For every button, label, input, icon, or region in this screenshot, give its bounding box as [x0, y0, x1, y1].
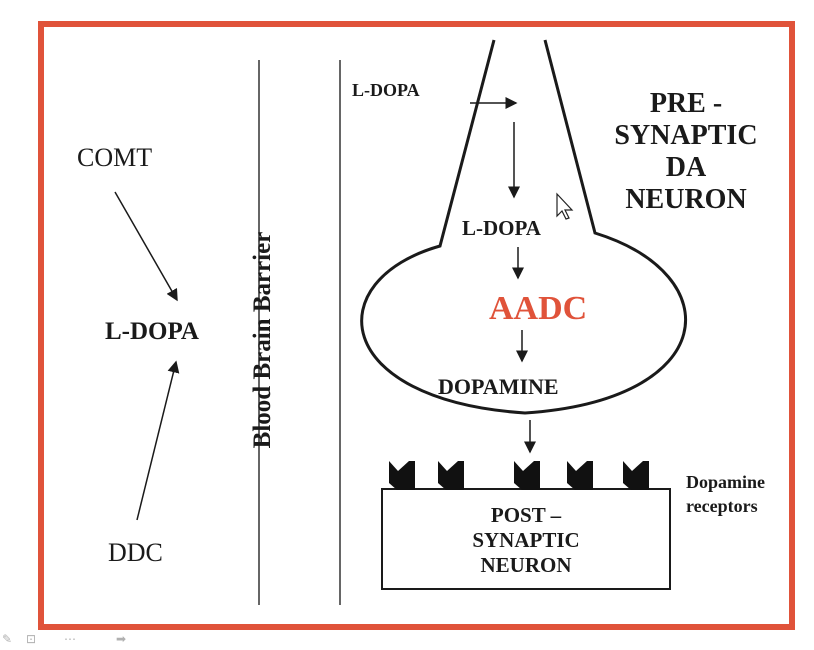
l-dopa-inner-label: L-DOPA [462, 216, 541, 240]
l-dopa-top-label: L-DOPA [352, 80, 420, 100]
mouse-cursor-icon [556, 192, 574, 220]
post-synaptic-line: NEURON [480, 553, 572, 577]
ddc-arrow [136, 360, 180, 521]
receptors-line: Dopamine [686, 472, 766, 492]
pre-synaptic-line: PRE - [649, 88, 723, 119]
receptor-icon [623, 461, 649, 490]
comt-arrow [114, 191, 178, 302]
receptor-icon [438, 461, 464, 490]
post-synaptic-label: POST – SYNAPTIC NEURON [382, 503, 670, 578]
next-icon[interactable]: ➡ [116, 632, 127, 646]
presynaptic-neuron-outline [360, 39, 687, 415]
dopamine-receptors-label: Dopamine receptors [686, 470, 765, 518]
pre-synaptic-line: NEURON [625, 184, 747, 215]
slideshow-controls: ✎ ⊡ ⋯ ➡ [0, 630, 814, 650]
postsynaptic-neuron-box [381, 488, 671, 590]
receptors-line: receptors [686, 496, 758, 516]
pen-icon[interactable]: ✎ [2, 632, 13, 646]
receptor-icon [389, 461, 415, 490]
receptor-icon [514, 461, 540, 490]
post-synaptic-line: SYNAPTIC [472, 528, 580, 552]
l-dopa-center-label: L-DOPA [105, 318, 199, 345]
comt-label: COMT [77, 143, 153, 172]
pre-synaptic-label: PRE - SYNAPTIC DA NEURON [596, 88, 776, 216]
ddc-label: DDC [108, 538, 163, 567]
slides-icon[interactable]: ⊡ [26, 632, 37, 646]
post-synaptic-line: POST – [490, 503, 562, 527]
aadc-enzyme-label: AADC [489, 290, 588, 327]
pre-synaptic-line: SYNAPTIC [614, 120, 758, 151]
more-icon[interactable]: ⋯ [64, 632, 76, 646]
pre-synaptic-line: DA [665, 152, 707, 183]
dopamine-label: DOPAMINE [438, 374, 559, 399]
receptor-icon [567, 461, 593, 490]
blood-brain-barrier-label: Blood Brain Barrier [249, 231, 276, 449]
